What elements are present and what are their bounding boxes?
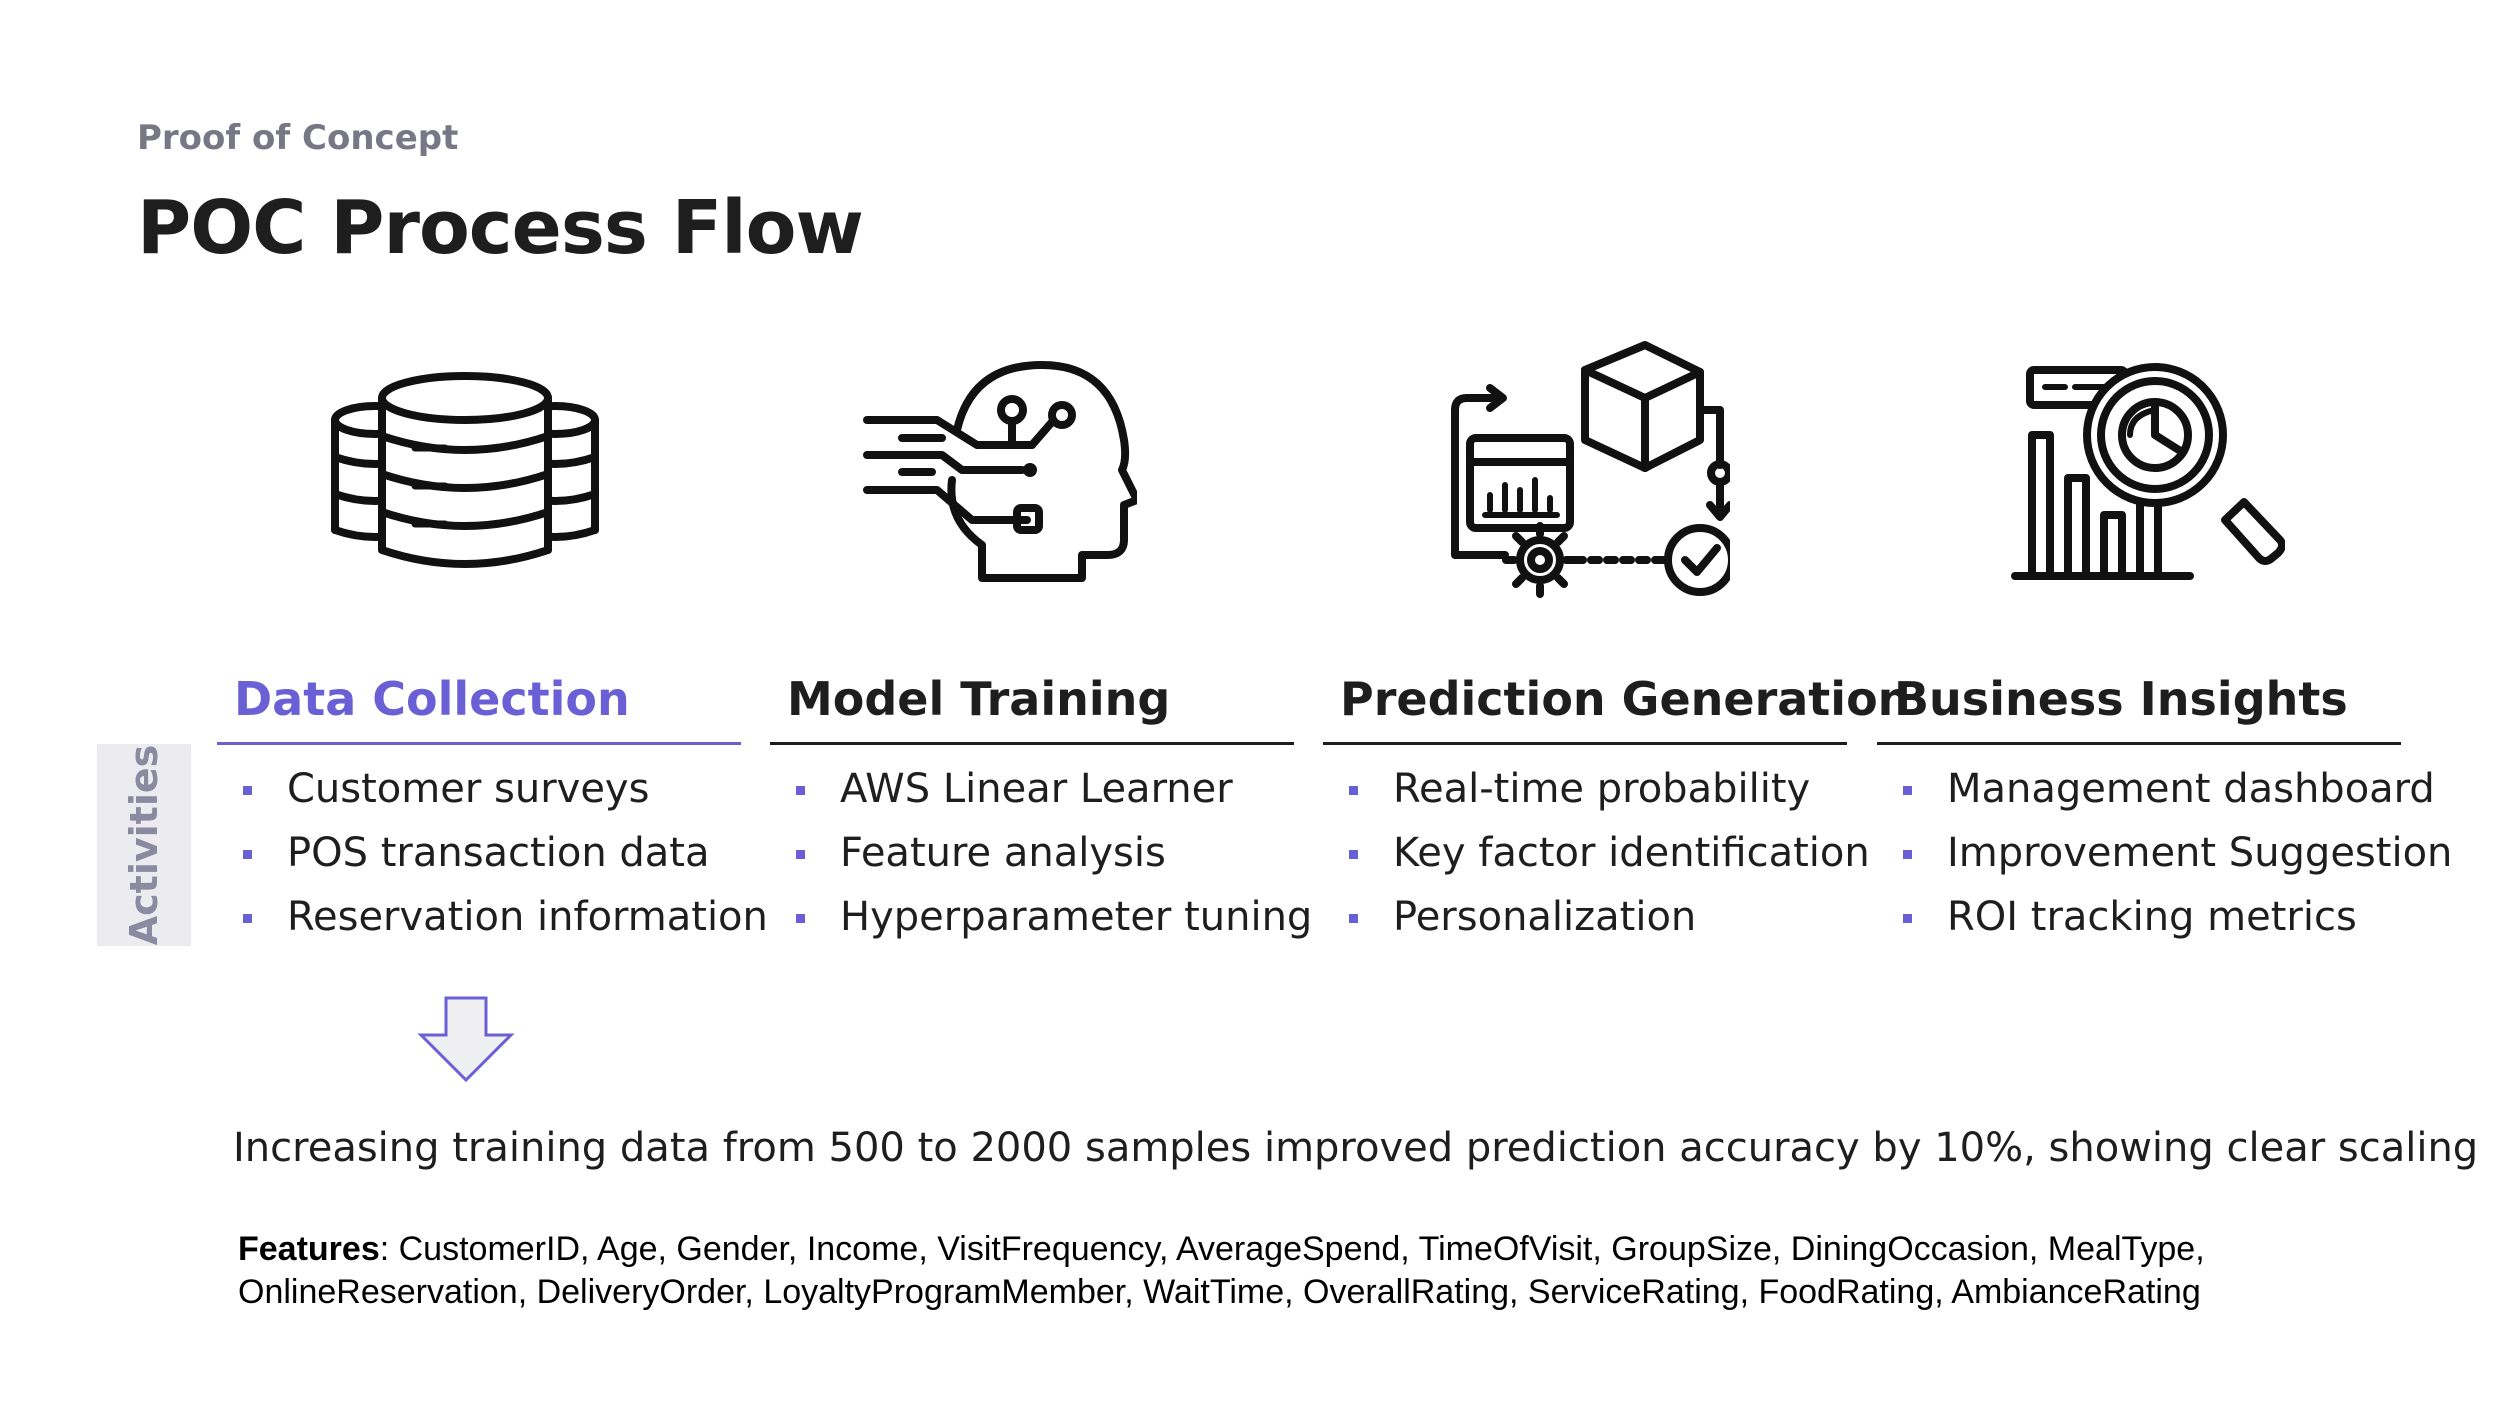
list-item: Management dashboard [1877, 757, 2435, 821]
down-arrow-icon [417, 996, 515, 1083]
step-business-insights: Business Insights Management dashboard I… [1877, 666, 2452, 949]
list-item: Key factor identification [1323, 821, 1870, 885]
step-title: Data Collection [217, 666, 741, 745]
list-item: Feature analysis [770, 821, 1294, 885]
activities-label-box: Activities [97, 744, 191, 946]
step-title: Business Insights [1877, 666, 2401, 745]
list-item: Personalization [1323, 885, 1847, 949]
list-item: Customer surveys [217, 757, 741, 821]
activity-list: Management dashboard Improvement Suggest… [1877, 745, 2452, 949]
activity-list: AWS Linear Learner Feature analysis Hype… [770, 745, 1312, 949]
slide-kicker: Proof of Concept [137, 118, 459, 158]
list-item: ROI tracking metrics [1877, 885, 2401, 949]
activities-label: Activities [122, 744, 166, 946]
list-item: Hyperparameter tuning [770, 885, 1312, 949]
summary-text: Increasing training data from 500 to 200… [233, 1125, 2479, 1171]
features-text: Features: CustomerID, Age, Gender, Incom… [238, 1228, 2378, 1314]
list-item: Real-time probability [1323, 757, 1847, 821]
step-title: Model Training [770, 666, 1294, 745]
slide-title: POC Process Flow [137, 185, 864, 271]
step-prediction-generation: Prediction Generation Real-time probabil… [1323, 666, 1910, 949]
step-model-training: Model Training AWS Linear Learner Featur… [770, 666, 1312, 949]
analytics-magnifier-icon [2011, 363, 2285, 580]
list-item: POS transaction data [217, 821, 741, 885]
ai-head-icon [863, 361, 1137, 582]
step-data-collection: Data Collection Customer surveys POS tra… [217, 666, 768, 949]
database-icon [331, 372, 599, 568]
list-item: Reservation information [217, 885, 768, 949]
features-list: : CustomerID, Age, Gender, Income, Visit… [238, 1230, 2205, 1311]
activity-list: Customer surveys POS transaction data Re… [217, 745, 768, 949]
step-title: Prediction Generation [1323, 666, 1910, 745]
process-workflow-icon [1451, 341, 1730, 598]
features-label: Features [238, 1230, 380, 1268]
list-item: AWS Linear Learner [770, 757, 1294, 821]
list-item: Improvement Suggestion [1877, 821, 2452, 885]
activity-list: Real-time probability Key factor identif… [1323, 745, 1870, 949]
